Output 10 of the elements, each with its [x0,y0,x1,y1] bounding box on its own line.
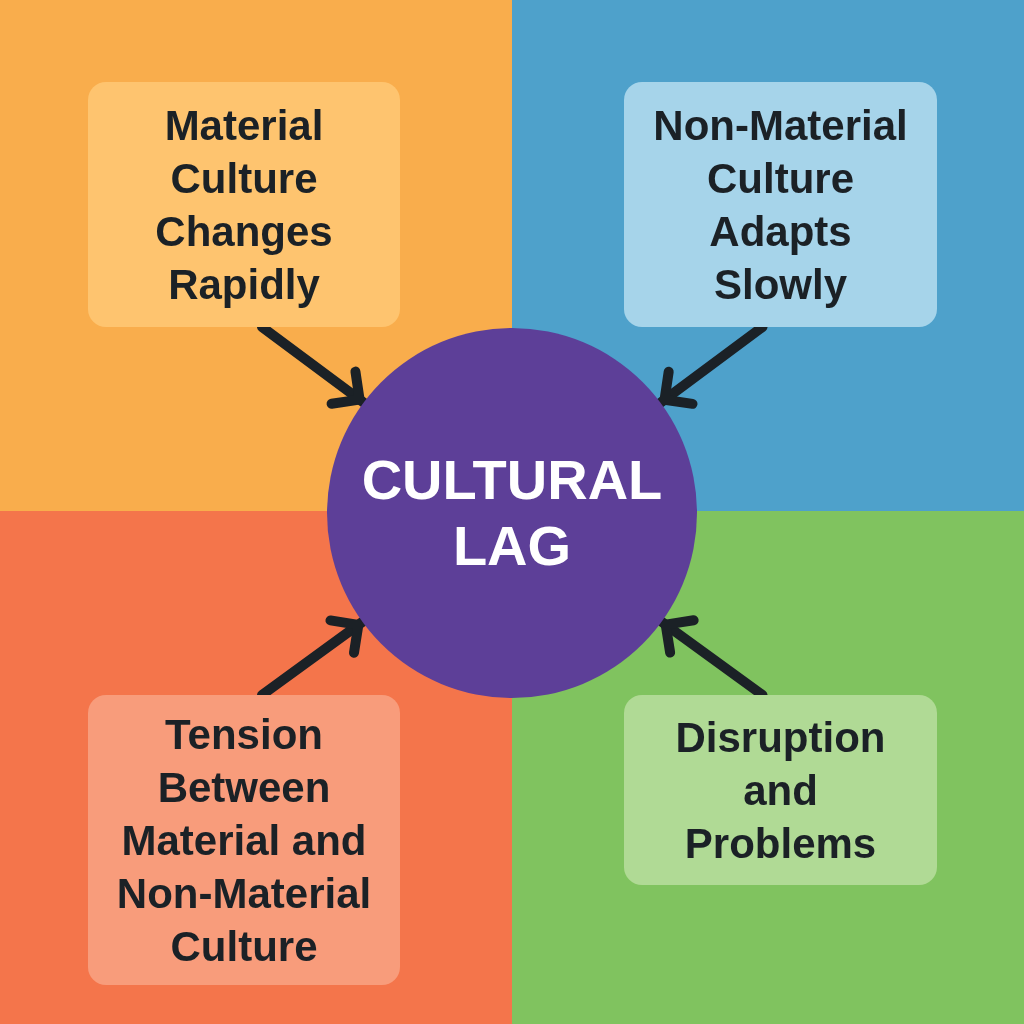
text-box [88,695,400,985]
box-label: Material Culture Changes Rapidly [154,100,334,310]
text-box [624,695,937,885]
text-box [624,82,937,327]
circle-label: CULTURAL LAG [360,447,664,579]
concept-circle [327,328,697,698]
box-label: Disruption and Problems [674,712,887,869]
box-label: Tension Between Material and Non-Material Culture [115,709,373,972]
text-box [88,82,400,327]
box-label: Non-Material Culture Adapts Slowly [652,100,909,310]
